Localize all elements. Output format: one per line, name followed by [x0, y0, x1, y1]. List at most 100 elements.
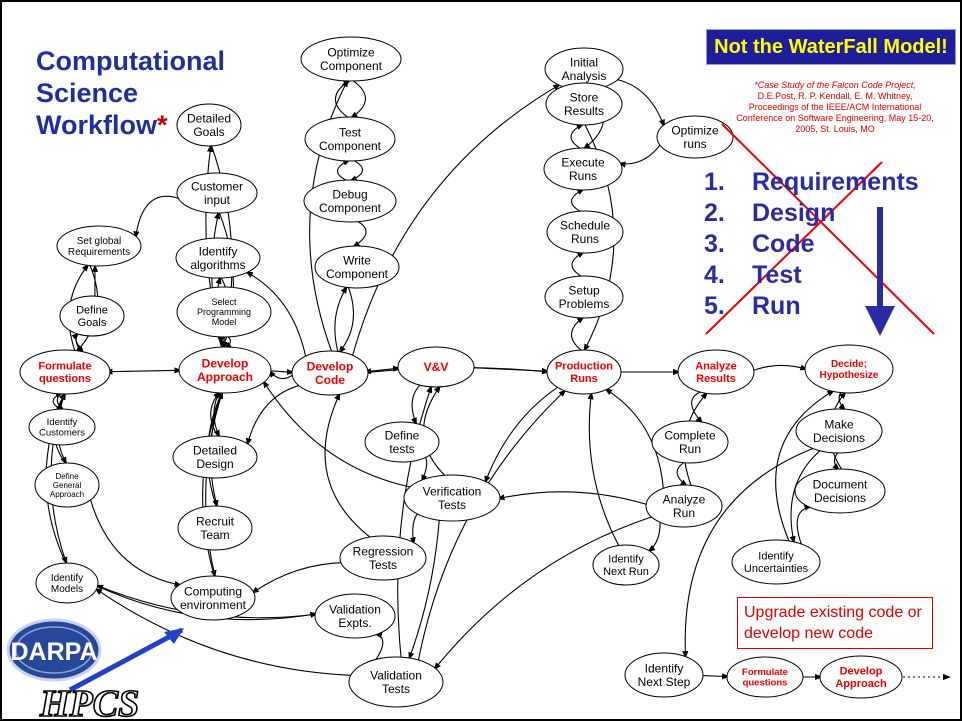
- node-ellipse: [56, 225, 142, 267]
- connector-arrow: [682, 446, 817, 659]
- node-label: tests: [389, 442, 414, 456]
- node-label: Customer: [191, 179, 243, 193]
- node-label: Initial: [570, 55, 598, 69]
- node-label: Run: [673, 506, 695, 520]
- node-label: Select: [211, 297, 237, 307]
- connector-arrow: [245, 384, 303, 446]
- connector-arrow: [94, 588, 356, 677]
- node-ellipse: [34, 462, 100, 508]
- node-ellipse: [804, 344, 894, 394]
- node-label: Detailed: [187, 111, 231, 125]
- node-label: General: [53, 481, 82, 490]
- citation-reference: D.E.Post, R. P. Kendall, E. M. Whitney, …: [736, 91, 934, 134]
- node-label: Code: [315, 373, 345, 387]
- node-label: Approach: [50, 490, 84, 499]
- connector-arrow: [336, 159, 351, 183]
- node-label: Identify: [758, 551, 794, 563]
- node-ellipse: [28, 408, 96, 446]
- connector-arrow: [647, 519, 661, 552]
- node-label: Customers: [39, 428, 85, 439]
- node-label: Runs: [571, 232, 599, 246]
- connector-arrow: [334, 285, 348, 354]
- node-ellipse: [176, 286, 272, 338]
- node-ellipse: [291, 350, 369, 396]
- connector-arrow: [749, 364, 808, 373]
- node-label: Develop: [307, 359, 354, 373]
- node-label: Approach: [835, 678, 887, 690]
- title-footnote-star: *: [157, 110, 168, 140]
- node-label: Analyze: [663, 492, 706, 506]
- connector-arrow: [796, 504, 813, 548]
- node-label: Runs: [570, 373, 598, 385]
- node-ellipse: [364, 421, 440, 463]
- node-ellipse: [303, 179, 397, 223]
- node-label: Hypothesize: [820, 370, 879, 381]
- node-label: V&V: [424, 360, 449, 374]
- node-ellipse: [545, 82, 623, 126]
- node-label: environment: [180, 598, 247, 612]
- node-label: Decisions: [814, 491, 866, 505]
- node-label: questions: [39, 373, 91, 385]
- connector-arrow: [324, 392, 373, 540]
- node-label: Tests: [369, 558, 397, 572]
- connector-arrow: [421, 455, 428, 483]
- waterfall-step: 2.Design: [704, 198, 919, 229]
- node-label: Programming: [197, 307, 251, 317]
- node-ellipse: [544, 275, 624, 319]
- node-ellipse: [339, 535, 427, 581]
- step-number: 1.: [704, 168, 725, 196]
- waterfall-steps-list: 1.Requirements 2.Design 3.Code 4.Test 5.…: [704, 167, 919, 322]
- upgrade-code-note: Upgrade existing code or develop new cod…: [737, 597, 933, 649]
- connector-arrow: [484, 385, 561, 484]
- connector-arrow: [349, 158, 364, 182]
- node-label: Make: [824, 417, 854, 431]
- node-label: Models: [51, 584, 83, 595]
- step-label: Test: [752, 261, 802, 289]
- node-ellipse: [175, 237, 261, 279]
- node-ellipse: [176, 103, 242, 147]
- connector-arrow: [417, 389, 567, 663]
- node-label: Results: [696, 373, 736, 385]
- connector-arrow: [309, 79, 349, 354]
- node-ellipse: [397, 346, 475, 388]
- node-label: Requirements: [68, 247, 130, 258]
- connector-arrow: [352, 219, 367, 248]
- connector-arrow: [571, 188, 585, 214]
- node-ellipse: [731, 539, 821, 585]
- node-ellipse: [170, 575, 256, 621]
- step-label: Requirements: [752, 168, 919, 196]
- node-label: Identify: [608, 554, 644, 566]
- logo-darpa-text: DARPA: [10, 638, 97, 666]
- connector-arrow: [349, 78, 367, 119]
- node-label: Team: [200, 528, 229, 542]
- node-ellipse: [348, 656, 444, 708]
- node-label: Develop: [202, 356, 249, 370]
- cross-line: [705, 161, 883, 335]
- citation-note: *Case Study of the Falcon Code Project, …: [736, 80, 934, 135]
- node-label: Define: [385, 428, 420, 442]
- node-label: Problems: [559, 297, 610, 311]
- node-label: Identify: [51, 573, 83, 584]
- step-number: 2.: [704, 199, 725, 227]
- node-label: Results: [564, 104, 604, 118]
